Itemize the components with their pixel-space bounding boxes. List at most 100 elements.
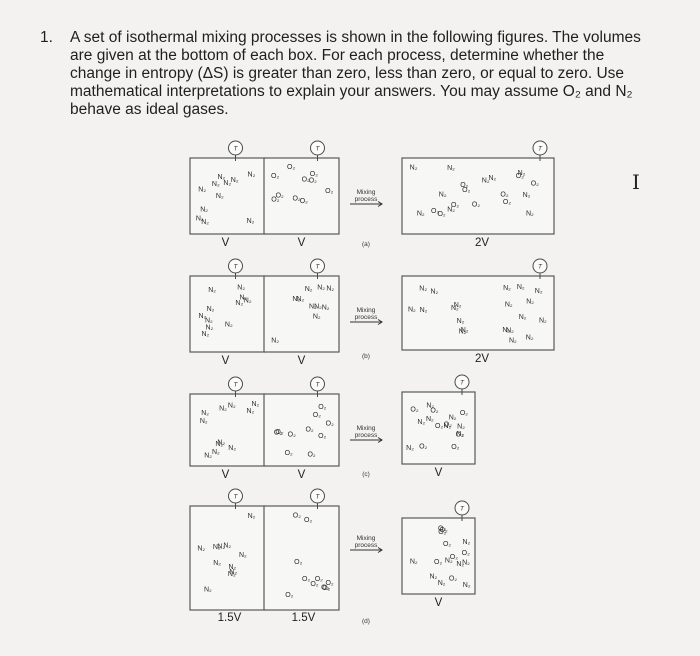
process-row-a — [189, 157, 555, 235]
result-thermometer-icon: T — [532, 140, 548, 161]
gas-molecule-label: N₂ — [426, 403, 434, 410]
process-id-label: (b) — [362, 353, 370, 360]
process-id-label: (c) — [362, 471, 370, 478]
question-line: A set of isothermal mixing processes is … — [70, 29, 641, 46]
svg-text:T: T — [316, 494, 321, 501]
gas-molecule-label: O₂ — [318, 433, 326, 440]
result-gas-box — [401, 517, 476, 595]
gas-molecule-label: N₂ — [205, 324, 213, 331]
gas-molecule-label: O₂ — [451, 202, 459, 209]
gas-molecule-label: N₂ — [229, 569, 237, 576]
gas-molecule-label: N₂ — [198, 187, 206, 194]
gas-molecule-label: O₂ — [440, 527, 448, 534]
middle-gas-box — [263, 393, 340, 467]
process-row-c — [189, 391, 476, 467]
gas-molecule-label: O₂ — [313, 412, 321, 419]
left-volume-label: V — [222, 237, 230, 249]
gas-molecule-label: O₂ — [462, 550, 470, 557]
gas-molecule-label: O₂ — [309, 178, 317, 185]
gas-molecule-label: N₂ — [208, 287, 216, 294]
gas-molecule-label: N₂ — [408, 306, 416, 313]
gas-molecule-label: N₂ — [326, 285, 334, 292]
result-gas-box — [401, 391, 476, 465]
middle-gas-box — [263, 505, 340, 611]
gas-molecule-label: O₂ — [321, 584, 329, 591]
gas-molecule-label: O₂ — [472, 202, 480, 209]
gas-molecule-label: N₂ — [237, 285, 245, 292]
gas-molecule-label: O₂ — [293, 512, 301, 519]
gas-molecule-label: N₂ — [251, 401, 259, 408]
gas-molecule-label: N₂ — [430, 288, 438, 295]
result-thermometer-icon: T — [454, 374, 470, 395]
gas-molecule-label: O₂ — [271, 196, 279, 203]
process-arrow-icon — [350, 319, 383, 325]
gas-molecule-label: O₂ — [302, 576, 310, 583]
gas-molecule-label: O₂ — [438, 526, 446, 533]
left-thermometer-icon: T — [228, 376, 243, 397]
gas-molecule-label: N₂ — [228, 571, 236, 578]
gas-molecule-label: N₂ — [239, 552, 247, 559]
gas-molecule-label: N₂ — [439, 192, 447, 199]
gas-molecule-label: N₂ — [488, 175, 496, 182]
result-volume-label: 2V — [475, 237, 489, 249]
gas-molecule-label: N₂ — [314, 303, 322, 310]
gas-molecule-label: N₂ — [438, 580, 446, 587]
middle-volume-label: V — [298, 355, 306, 367]
gas-molecule-label: N₂ — [246, 408, 254, 415]
gas-molecule-label: N₂ — [228, 402, 236, 409]
mixing-process-label: Mixing — [357, 307, 376, 314]
gas-molecule-label: N₂ — [207, 306, 215, 313]
gas-molecule-label: O₂ — [460, 182, 468, 189]
gas-molecule-label: N₂ — [420, 307, 428, 314]
gas-molecule-label: N₂ — [309, 303, 317, 310]
gas-molecule-label: N₂ — [240, 295, 248, 302]
svg-text:T: T — [234, 146, 239, 153]
gas-molecule-label: O₂ — [437, 211, 445, 218]
result-gas-box — [401, 157, 555, 235]
gas-molecule-label: O₂ — [326, 421, 334, 428]
gas-molecule-label: O₂ — [275, 429, 283, 436]
gas-molecule-label: O₂ — [310, 581, 318, 588]
middle-thermometer-icon: T — [310, 376, 325, 397]
process-row-b — [189, 275, 555, 353]
gas-molecule-label: N₂ — [217, 544, 225, 551]
gas-molecule-label: N₂ — [217, 440, 225, 447]
gas-molecule-label: N₂ — [247, 218, 255, 225]
gas-molecule-label: N₂ — [219, 405, 227, 412]
gas-molecule-label: O₂ — [285, 450, 293, 457]
gas-molecule-label: N₂ — [196, 216, 204, 223]
gas-molecule-label: O₂ — [300, 198, 308, 205]
gas-molecule-label: O₂ — [325, 188, 333, 195]
mixing-process-label: process — [355, 542, 379, 549]
gas-molecule-label: N₂ — [296, 296, 304, 303]
gas-molecule-label: N₂ — [212, 181, 220, 188]
left-gas-box — [189, 505, 266, 611]
gas-molecule-label: N₂ — [223, 543, 231, 550]
gas-molecule-label: O₂ — [434, 559, 442, 566]
gas-molecule-label: N₂ — [244, 297, 252, 304]
gas-molecule-label: N₂ — [502, 327, 510, 334]
gas-molecule-label: N₂ — [410, 558, 418, 565]
gas-molecule-label: N₂ — [305, 286, 313, 293]
gas-molecule-label: N₂ — [201, 331, 209, 338]
gas-molecule-label: N₂ — [457, 318, 465, 325]
gas-molecule-label: N₂ — [235, 300, 243, 307]
gas-molecule-label: N₂ — [509, 337, 517, 344]
left-thermometer-icon: T — [228, 258, 243, 279]
gas-molecule-label: N₂ — [449, 415, 457, 422]
svg-text:T: T — [234, 264, 239, 271]
gas-molecule-label: O₂ — [503, 199, 511, 206]
gas-molecule-label: N₂ — [451, 305, 459, 312]
gas-molecule-label: N₂ — [526, 334, 534, 341]
question-line: are given at the bottom of each box. For… — [70, 47, 605, 64]
gas-molecule-label: N₂ — [445, 558, 453, 565]
gas-molecule-label: N₂ — [205, 318, 213, 325]
gas-molecule-label: O₂ — [516, 173, 524, 180]
mixing-process-label: Mixing — [357, 535, 376, 542]
gas-molecule-label: N₂ — [317, 285, 325, 292]
gas-molecule-label: N₂ — [506, 328, 514, 335]
gas-molecule-label: N₂ — [212, 449, 220, 456]
middle-gas-box — [263, 275, 340, 353]
gas-molecule-label: N₂ — [535, 288, 543, 295]
